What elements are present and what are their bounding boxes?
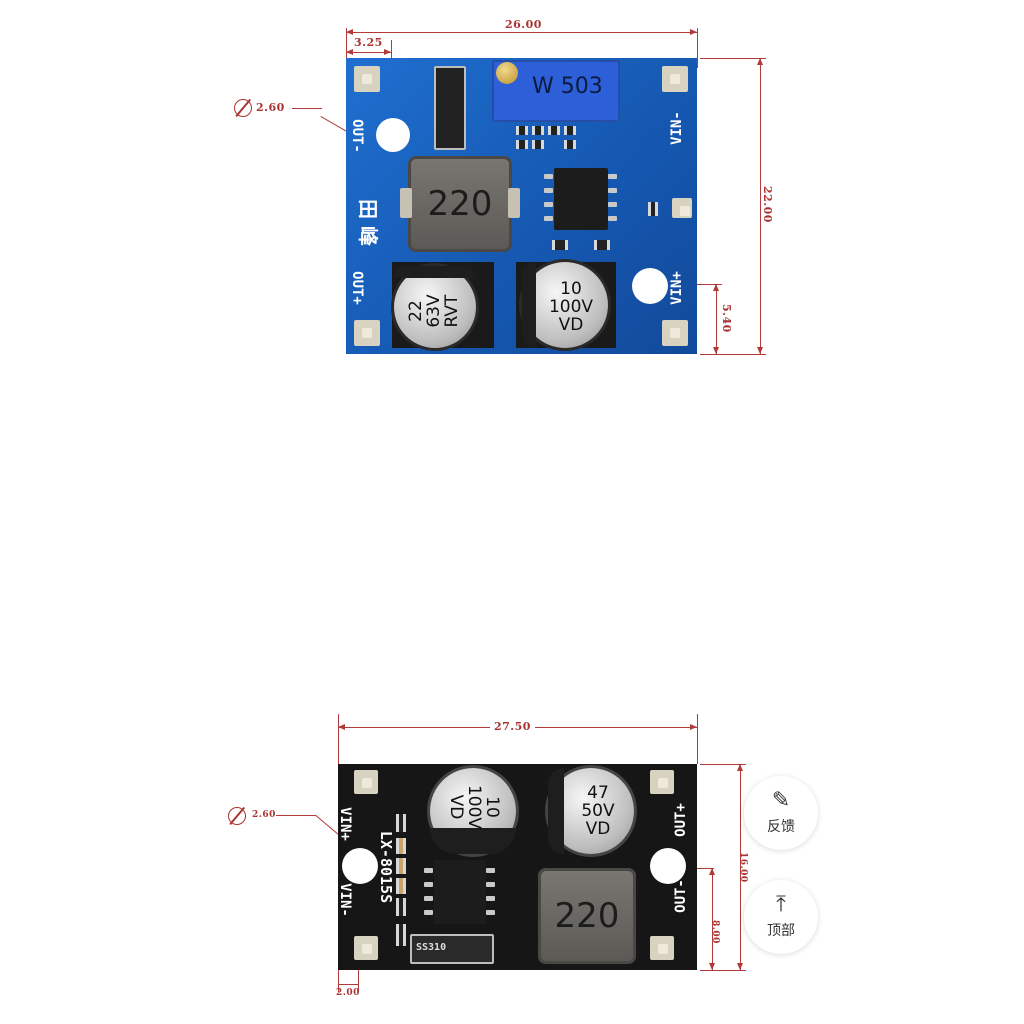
top-hole-diameter-dim: 2.60 xyxy=(256,101,285,114)
pad-bottom-left xyxy=(354,936,378,960)
cap-right-line1: 10 xyxy=(560,279,582,299)
silk-vin-plus: VIN+ xyxy=(668,271,685,305)
silk-out-minus: OUT- xyxy=(672,879,689,913)
bottom-hole-offset-dim: 8.00 xyxy=(710,920,720,944)
smd-4 xyxy=(396,878,406,894)
pad-mid-right xyxy=(672,198,692,218)
top-height-dim: 22.00 xyxy=(761,186,774,223)
top-offset-dim: 3.25 xyxy=(354,36,383,49)
cap-right-line3: VD xyxy=(558,315,584,335)
silk-vin-minus: VIN- xyxy=(336,883,353,917)
inductor-tab-left xyxy=(400,188,412,218)
arrow-up-icon: ⤒ xyxy=(776,892,786,917)
cap-left-line2: 100V xyxy=(464,784,484,830)
mounting-hole-left xyxy=(376,118,410,152)
pad-bottom-right xyxy=(662,320,688,346)
silk-vin-plus: VIN+ xyxy=(336,807,353,841)
bottom-height-dim: 16.00 xyxy=(738,852,748,883)
bottom-hole-diameter-dim: 2.60 xyxy=(252,810,276,820)
diode xyxy=(434,66,466,150)
smd-2 xyxy=(396,838,406,854)
pad-bottom-left xyxy=(354,320,380,346)
cap-left-line1: 10 xyxy=(482,796,502,818)
diode: SS310 xyxy=(410,934,494,964)
cap-left-line2: 63V xyxy=(424,294,444,328)
capacitor-right: 47 50V VD xyxy=(548,768,634,854)
top-hole-offset-dim: 5.40 xyxy=(720,304,733,333)
smd-2 xyxy=(532,126,544,135)
pad-bottom-right xyxy=(650,936,674,960)
cap-left-line3: RVT xyxy=(442,294,462,328)
silk-out-minus: OUT- xyxy=(348,119,365,153)
diode-label: SS310 xyxy=(416,942,447,953)
silk-brand: 田 峰 xyxy=(355,199,380,246)
feedback-button[interactable]: ✎ 反馈 xyxy=(744,776,818,850)
smd-3 xyxy=(396,858,406,874)
pad-top-left xyxy=(354,770,378,794)
mounting-hole-right xyxy=(632,268,668,304)
ic-chip xyxy=(434,860,486,924)
smd-7 xyxy=(564,140,576,149)
silk-vin-minus: VIN- xyxy=(668,111,685,145)
smd-9 xyxy=(552,240,568,250)
smd-5 xyxy=(396,898,406,916)
smd-10 xyxy=(594,240,610,250)
silk-model: LX-8015S xyxy=(377,830,396,904)
smd-3 xyxy=(548,126,560,135)
bottom-width-dim: 27.50 xyxy=(490,720,535,733)
pad-top-right xyxy=(662,66,688,92)
bottom-pcb-board: VIN+ VIN- OUT+ OUT- LX-8015S SS310 10 10… xyxy=(336,764,697,970)
cap-right-line1: 47 xyxy=(587,783,609,803)
pad-top-right xyxy=(650,770,674,794)
inductor: 220 xyxy=(408,156,512,252)
pad-top-left xyxy=(354,66,380,92)
diameter-icon xyxy=(228,807,246,825)
cap-right-line2: 50V xyxy=(581,801,615,821)
ic-chip xyxy=(554,168,608,230)
inductor-label: 220 xyxy=(554,896,620,936)
cap-left-line1: 22 xyxy=(406,300,426,322)
cap-right-line3: VD xyxy=(585,819,611,839)
cap-right-line2: 100V xyxy=(548,297,594,317)
pot-screw xyxy=(496,62,518,84)
inductor-tab-right xyxy=(508,188,520,218)
capacitor-left: 22 63V RVT xyxy=(394,266,476,348)
mounting-hole-left xyxy=(342,848,378,884)
bottom-edge-offset-dim: 2.00 xyxy=(336,988,360,998)
smd-5 xyxy=(516,140,528,149)
feedback-label: 反馈 xyxy=(767,819,795,835)
diameter-icon xyxy=(234,99,252,117)
capacitor-right: 10 100V VD xyxy=(522,262,608,348)
pot-label: W 503 xyxy=(532,74,603,99)
smd-1 xyxy=(516,126,528,135)
smd-4 xyxy=(564,126,576,135)
inductor: 220 xyxy=(538,868,636,964)
mounting-hole-right xyxy=(650,848,686,884)
edit-icon: ✎ xyxy=(771,788,791,813)
top-pcb-board: OUT- OUT+ VIN- VIN+ 田 峰 W 503 220 xyxy=(346,58,697,354)
silk-out-plus: OUT+ xyxy=(348,271,365,305)
smd-8 xyxy=(648,202,658,216)
smd-6 xyxy=(396,924,406,946)
cap-left-line3: VD xyxy=(446,794,466,820)
smd-1 xyxy=(396,814,406,832)
top-label: 顶部 xyxy=(767,923,795,939)
capacitor-left: 10 100V VD xyxy=(430,768,516,854)
back-to-top-button[interactable]: ⤒ 顶部 xyxy=(744,880,818,954)
smd-6 xyxy=(532,140,544,149)
top-width-dim: 26.00 xyxy=(505,18,542,31)
inductor-label: 220 xyxy=(427,184,493,224)
potentiometer: W 503 xyxy=(492,60,620,122)
silk-out-plus: OUT+ xyxy=(672,803,689,837)
